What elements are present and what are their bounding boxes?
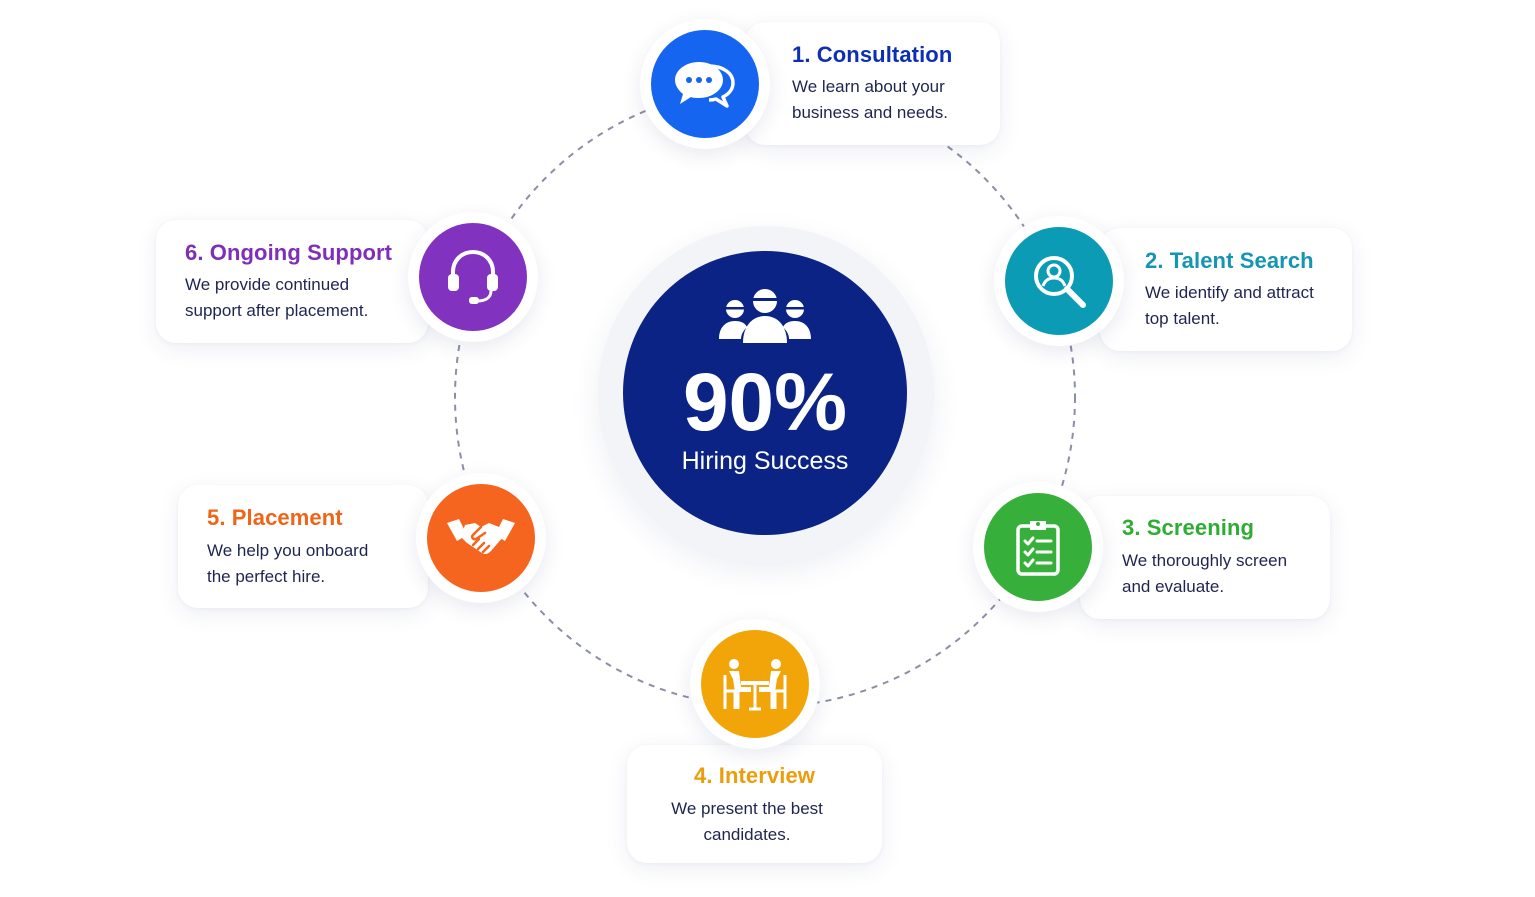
clipboard-checklist-icon (1016, 521, 1060, 576)
step-desc-consultation: We learn about your business and needs. (792, 74, 948, 126)
step-card-placement (178, 485, 428, 608)
dashed-ring-line (454, 86, 1076, 708)
chat-bubbles-icon (675, 62, 735, 108)
step-title-consultation: 1. Consultation (792, 42, 953, 67)
step-title-interview: 4. Interview (693, 763, 816, 788)
step-circle-placement (427, 484, 535, 592)
desc-line: We thoroughly screen (1122, 551, 1288, 570)
interview-table-icon (723, 659, 787, 711)
desc-line: We identify and attract (1145, 283, 1314, 302)
desc-line: We learn about your (792, 77, 945, 96)
step-desc-placement: We help you onboard the perfect hire. (207, 538, 368, 590)
desc-line: We help you onboard (207, 541, 369, 560)
desc-line: We provide continued (185, 275, 350, 294)
desc-line: the perfect hire. (207, 567, 326, 586)
step-card-talent-search (1100, 228, 1352, 351)
hiring-success-value: 90% (682, 357, 848, 448)
step-circle-screening (984, 493, 1092, 601)
step-card-ongoing-support (156, 220, 428, 343)
desc-line: top talent. (1145, 309, 1220, 328)
step-circle-interview (701, 630, 809, 738)
desc-line: business and needs. (792, 103, 948, 122)
headset-icon (448, 249, 498, 304)
step-desc-ongoing-support: We provide continued support after place… (185, 272, 368, 324)
step-circle-consultation (651, 30, 759, 138)
handshake-icon (447, 519, 515, 555)
step-circle-ongoing-support (419, 223, 527, 331)
hiring-success-label: Hiring Success (681, 447, 849, 475)
step-card-screening (1080, 496, 1330, 619)
step-card-interview (627, 745, 882, 863)
step-title-screening: 3. Screening (1122, 515, 1255, 540)
desc-line: We present the best (671, 799, 823, 818)
step-title-ongoing-support: 6. Ongoing Support (185, 240, 393, 265)
step-title-talent-search: 2. Talent Search (1145, 248, 1314, 273)
desc-line: and evaluate. (1122, 577, 1225, 596)
desc-line: candidates. (703, 825, 791, 844)
step-circle-talent-search (1005, 227, 1113, 335)
step-desc-talent-search: We identify and attract top talent. (1145, 280, 1314, 332)
step-title-placement: 5. Placement (207, 505, 343, 530)
desc-line: support after placement. (185, 301, 369, 320)
search-user-icon (1034, 256, 1086, 308)
step-desc-screening: We thoroughly screen and evaluate. (1122, 548, 1287, 600)
step-desc-interview: We present the best candidates. (627, 796, 867, 848)
team-icon (719, 289, 811, 343)
step-card-consultation (745, 22, 1000, 145)
